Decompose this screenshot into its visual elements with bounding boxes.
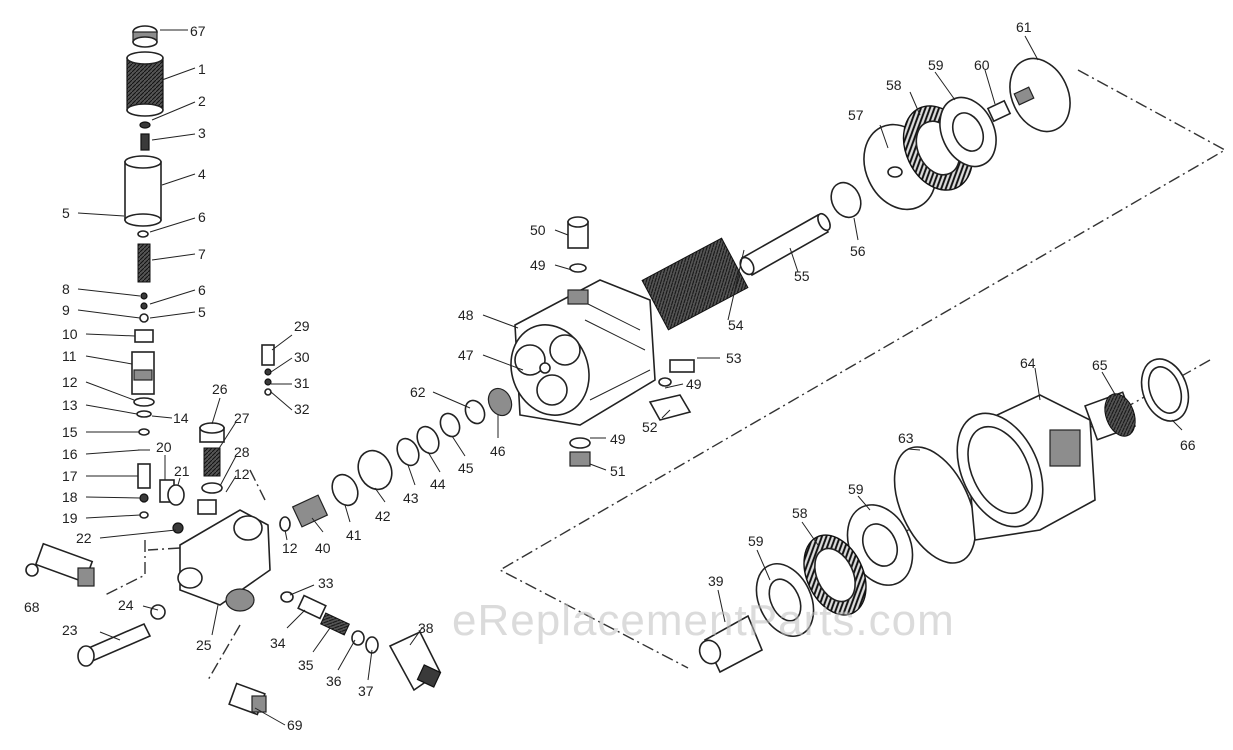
callout-5b: 5	[198, 304, 206, 320]
callout-69: 69	[287, 717, 303, 733]
part-callouts: 67 1 2 3 4 5 6 7 8 6 9 5 10 11 12 13 14 …	[24, 19, 1196, 733]
callout-49a: 49	[530, 257, 546, 273]
callout-22: 22	[76, 530, 92, 546]
callout-20: 20	[156, 439, 172, 455]
callout-21: 21	[174, 463, 190, 479]
callout-42: 42	[375, 508, 391, 524]
callout-16: 16	[62, 446, 78, 462]
callout-60: 60	[974, 57, 990, 73]
callout-12a: 12	[62, 374, 78, 390]
callout-9: 9	[62, 302, 70, 318]
callout-19: 19	[62, 510, 78, 526]
callout-50: 50	[530, 222, 546, 238]
callout-8: 8	[62, 281, 70, 297]
callout-26: 26	[212, 381, 228, 397]
spring-and-shaft	[641, 212, 831, 331]
callout-49b: 49	[686, 376, 702, 392]
callout-32: 32	[294, 401, 310, 417]
callout-12b: 12	[234, 466, 250, 482]
callout-59c: 59	[748, 533, 764, 549]
callout-65: 65	[1092, 357, 1108, 373]
callout-7: 7	[198, 246, 206, 262]
callout-25: 25	[196, 637, 212, 653]
callout-59b: 59	[848, 481, 864, 497]
callout-41: 41	[346, 527, 362, 543]
callout-54: 54	[728, 317, 744, 333]
callout-27: 27	[234, 410, 250, 426]
callout-59a: 59	[928, 57, 944, 73]
callout-34: 34	[270, 635, 286, 651]
callout-23: 23	[62, 622, 78, 638]
callout-30: 30	[294, 349, 310, 365]
callout-39: 39	[708, 573, 724, 589]
callout-55: 55	[794, 268, 810, 284]
callout-5a: 5	[62, 205, 70, 221]
callout-24: 24	[118, 597, 134, 613]
callout-68: 68	[24, 599, 40, 615]
injector-fitting	[261, 344, 275, 396]
outlet-assembly	[280, 591, 442, 692]
callout-15: 15	[62, 424, 78, 440]
callout-33: 33	[318, 575, 334, 591]
callout-58a: 58	[886, 77, 902, 93]
callout-48: 48	[458, 307, 474, 323]
callout-66: 66	[1180, 437, 1196, 453]
callout-46: 46	[490, 443, 506, 459]
callout-13: 13	[62, 397, 78, 413]
callout-52: 52	[642, 419, 658, 435]
callout-57: 57	[848, 107, 864, 123]
callout-63: 63	[898, 430, 914, 446]
assembly-guide-lines	[104, 69, 1227, 681]
relief-valve-parts	[159, 422, 225, 506]
gearbox-housing	[893, 358, 1190, 564]
callout-38: 38	[418, 620, 434, 636]
callout-17: 17	[62, 468, 78, 484]
callout-45: 45	[458, 460, 474, 476]
callout-37: 37	[358, 683, 374, 699]
callout-28: 28	[234, 444, 250, 460]
bolt-and-washer	[77, 604, 166, 667]
fitting-69	[228, 682, 267, 716]
callout-29: 29	[294, 318, 310, 334]
leader-lines	[77, 29, 1183, 726]
callout-2: 2	[198, 93, 206, 109]
callout-31: 31	[294, 375, 310, 391]
upper-bearing-stack	[830, 57, 1071, 219]
callout-1: 1	[198, 61, 206, 77]
unloader-valve-column	[124, 25, 164, 519]
callout-58b: 58	[792, 505, 808, 521]
callout-35: 35	[298, 657, 314, 673]
callout-6a: 6	[198, 209, 206, 225]
callout-36: 36	[326, 673, 342, 689]
callout-44: 44	[430, 476, 446, 492]
watermark: eReplacementParts.com	[452, 596, 955, 645]
callout-64: 64	[1020, 355, 1036, 371]
callout-12c: 12	[282, 540, 298, 556]
seal-stack	[279, 387, 513, 532]
callout-56: 56	[850, 243, 866, 259]
callout-4: 4	[198, 166, 206, 182]
callout-43: 43	[403, 490, 419, 506]
callout-51: 51	[610, 463, 626, 479]
callout-11: 11	[62, 348, 77, 364]
callout-10: 10	[62, 326, 78, 342]
callout-3: 3	[198, 125, 206, 141]
callout-18: 18	[62, 489, 78, 505]
manifold-block	[172, 499, 271, 612]
lower-bearing-stack	[698, 504, 914, 674]
callout-62: 62	[410, 384, 426, 400]
callout-47: 47	[458, 347, 474, 363]
callout-40: 40	[315, 540, 331, 556]
callout-61: 61	[1016, 19, 1032, 35]
callout-67: 67	[190, 23, 206, 39]
callout-53: 53	[726, 350, 742, 366]
callout-49c: 49	[610, 431, 626, 447]
callout-14: 14	[173, 410, 189, 426]
pump-head-48	[510, 216, 695, 467]
callout-6b: 6	[198, 282, 206, 298]
hose-fitting-68	[25, 542, 95, 587]
